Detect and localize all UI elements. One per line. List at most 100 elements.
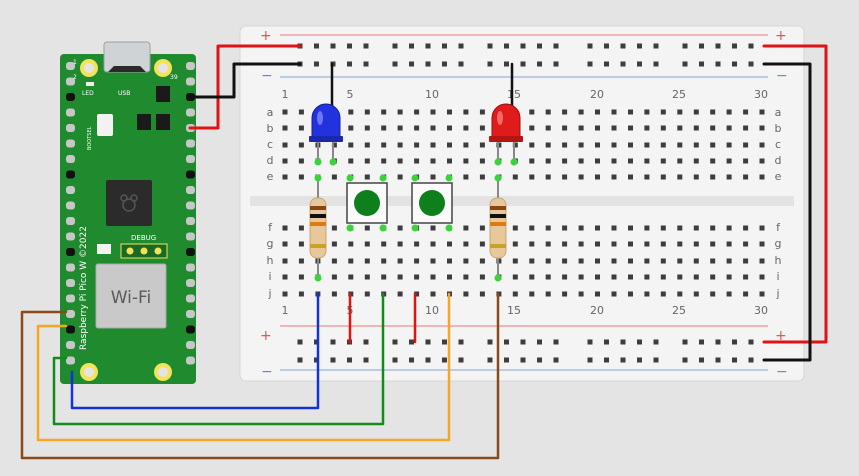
breadboard-hole[interactable] [611, 225, 617, 231]
breadboard-hole[interactable] [414, 109, 420, 115]
breadboard-hole[interactable] [479, 109, 485, 115]
breadboard-hole[interactable] [644, 142, 650, 148]
pico-pin[interactable] [186, 248, 195, 256]
breadboard-hole[interactable] [463, 109, 469, 115]
breadboard-hole[interactable] [553, 339, 559, 345]
breadboard-hole[interactable] [314, 61, 319, 67]
breadboard-hole[interactable] [458, 357, 464, 363]
pico-pin[interactable] [66, 186, 75, 194]
pico-pin[interactable] [186, 356, 195, 365]
breadboard-hole[interactable] [409, 61, 414, 67]
breadboard-hole[interactable] [545, 225, 551, 231]
push-button-2[interactable] [411, 174, 453, 232]
breadboard-hole[interactable] [430, 258, 436, 264]
breadboard-hole[interactable] [414, 258, 420, 264]
breadboard-hole[interactable] [397, 109, 403, 115]
breadboard-hole[interactable] [348, 125, 354, 131]
breadboard-hole[interactable] [298, 142, 304, 148]
breadboard-hole[interactable] [660, 109, 666, 115]
breadboard-hole[interactable] [529, 258, 535, 264]
breadboard-hole[interactable] [348, 158, 354, 164]
breadboard-hole[interactable] [529, 142, 535, 148]
breadboard-hole[interactable] [430, 142, 436, 148]
breadboard-hole[interactable] [512, 174, 518, 180]
breadboard-hole[interactable] [611, 142, 617, 148]
breadboard-hole[interactable] [660, 274, 666, 280]
breadboard-hole[interactable] [677, 258, 683, 264]
breadboard-hole[interactable] [298, 258, 304, 264]
breadboard-hole[interactable] [331, 225, 337, 231]
breadboard-hole[interactable] [430, 241, 436, 247]
breadboard-hole[interactable] [710, 274, 716, 280]
breadboard-hole[interactable] [693, 174, 699, 180]
breadboard-hole[interactable] [743, 225, 749, 231]
breadboard-hole[interactable] [331, 142, 337, 148]
breadboard-hole[interactable] [282, 125, 288, 131]
breadboard-hole[interactable] [442, 43, 447, 49]
breadboard-hole[interactable] [298, 174, 304, 180]
breadboard-hole[interactable] [458, 61, 464, 67]
breadboard-hole[interactable] [397, 142, 403, 148]
breadboard-hole[interactable] [759, 109, 765, 115]
breadboard-hole[interactable] [748, 339, 754, 345]
breadboard-hole[interactable] [430, 125, 436, 131]
breadboard-hole[interactable] [282, 158, 288, 164]
breadboard-hole[interactable] [726, 291, 732, 297]
breadboard-hole[interactable] [562, 142, 568, 148]
breadboard-hole[interactable] [363, 357, 369, 363]
breadboard-hole[interactable] [331, 258, 337, 264]
breadboard-hole[interactable] [677, 291, 683, 297]
breadboard-hole[interactable] [611, 109, 617, 115]
breadboard-hole[interactable] [759, 225, 765, 231]
breadboard-hole[interactable] [682, 43, 688, 49]
breadboard-hole[interactable] [545, 241, 551, 247]
pico-pin[interactable] [66, 217, 75, 225]
breadboard-hole[interactable] [331, 274, 337, 280]
breadboard-hole[interactable] [487, 339, 493, 345]
breadboard-hole[interactable] [693, 109, 699, 115]
pico-pin[interactable] [186, 263, 195, 272]
breadboard-hole[interactable] [595, 174, 600, 180]
breadboard-hole[interactable] [397, 225, 403, 231]
breadboard-hole[interactable] [545, 125, 551, 131]
breadboard-hole[interactable] [553, 61, 559, 67]
breadboard-hole[interactable] [748, 357, 754, 363]
breadboard-hole[interactable] [562, 258, 568, 264]
breadboard-hole[interactable] [414, 125, 420, 131]
breadboard-hole[interactable] [743, 274, 749, 280]
breadboard-hole[interactable] [545, 142, 551, 148]
pico-pin[interactable] [66, 93, 75, 101]
breadboard-hole[interactable] [660, 291, 666, 297]
pico-pin[interactable] [66, 248, 75, 256]
breadboard-hole[interactable] [414, 291, 420, 297]
breadboard-hole[interactable] [611, 158, 617, 164]
breadboard-hole[interactable] [653, 43, 659, 49]
breadboard-hole[interactable] [529, 109, 535, 115]
breadboard-hole[interactable] [487, 357, 493, 363]
breadboard-hole[interactable] [628, 241, 633, 247]
breadboard-hole[interactable] [463, 274, 469, 280]
breadboard-hole[interactable] [331, 174, 337, 180]
breadboard-hole[interactable] [677, 274, 683, 280]
breadboard-hole[interactable] [397, 125, 403, 131]
breadboard-hole[interactable] [628, 274, 633, 280]
pico-pin[interactable] [66, 201, 75, 210]
breadboard-hole[interactable] [381, 241, 387, 247]
breadboard-hole[interactable] [282, 174, 288, 180]
breadboard-hole[interactable] [447, 274, 452, 280]
breadboard-hole[interactable] [611, 174, 617, 180]
breadboard-hole[interactable] [414, 274, 420, 280]
breadboard-hole[interactable] [331, 291, 337, 297]
breadboard-hole[interactable] [732, 43, 737, 49]
breadboard-hole[interactable] [347, 43, 352, 49]
breadboard-hole[interactable] [743, 125, 749, 131]
breadboard-hole[interactable] [660, 174, 666, 180]
breadboard-hole[interactable] [604, 357, 609, 363]
pico-pin[interactable] [186, 294, 195, 303]
breadboard-hole[interactable] [331, 241, 337, 247]
breadboard-hole[interactable] [537, 43, 542, 49]
pico-pin[interactable] [66, 325, 75, 334]
breadboard-hole[interactable] [479, 241, 485, 247]
breadboard-hole[interactable] [715, 339, 721, 345]
breadboard-hole[interactable] [348, 142, 354, 148]
